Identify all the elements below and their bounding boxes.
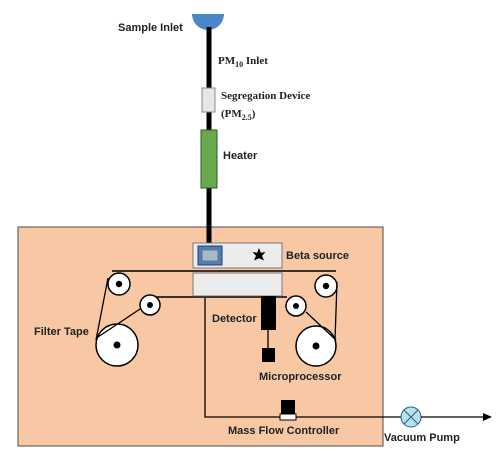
segregation-device-label: Segregation Device: [221, 90, 310, 102]
exhaust-arrow-icon: [483, 413, 492, 421]
segregation-pm-label: (PM2.5): [221, 108, 256, 122]
vacuum-pump-label: Vacuum Pump: [384, 432, 460, 444]
beta-source-label: Beta source: [286, 250, 349, 262]
mass-flow-controller-block: [281, 400, 295, 414]
vacuum-pump: [400, 406, 422, 428]
right-tape-link-1: [305, 311, 337, 341]
left-tape-link-1: [97, 308, 141, 338]
right-takeup-reel: [295, 325, 337, 367]
heater-label: Heater: [223, 150, 258, 162]
detector-label: Detector: [212, 313, 257, 325]
filter-tape-label: Filter Tape: [34, 326, 89, 338]
pm10-inlet-label: PM10 Inlet: [218, 55, 268, 69]
detector: [261, 296, 276, 330]
sample-inlet-head: [192, 14, 224, 30]
detector-housing: [192, 272, 283, 297]
left-supply-reel: [95, 323, 139, 367]
mass-flow-controller-label: Mass Flow Controller: [228, 425, 340, 437]
right-small-roller: [285, 295, 307, 317]
segregation-pm-main: (PM: [221, 108, 242, 120]
mass-flow-controller: [279, 413, 297, 421]
right-upper-reel: [314, 274, 338, 298]
sample-inlet-label: Sample Inlet: [118, 22, 183, 34]
flow-line-inner: [204, 298, 281, 418]
right-tape-link-2: [334, 281, 338, 341]
left-tape-link-2: [95, 277, 109, 341]
left-small-roller: [139, 294, 161, 316]
pm10-inlet-label-sub: 10: [235, 60, 243, 69]
radiation-star-icon: [252, 248, 266, 261]
beta-source-window-inner: [201, 249, 219, 262]
segregation-device: [201, 87, 216, 113]
segregation-pm-tail: ): [252, 108, 256, 120]
heater: [200, 129, 218, 189]
pm10-inlet-label-main: PM: [218, 55, 236, 67]
segregation-pm-sub: 2.5: [242, 113, 252, 122]
pm10-inlet-label-tail: Inlet: [243, 55, 268, 67]
left-upper-reel: [107, 272, 131, 296]
microprocessor: [262, 348, 275, 362]
microprocessor-label: Microprocessor: [259, 371, 342, 383]
